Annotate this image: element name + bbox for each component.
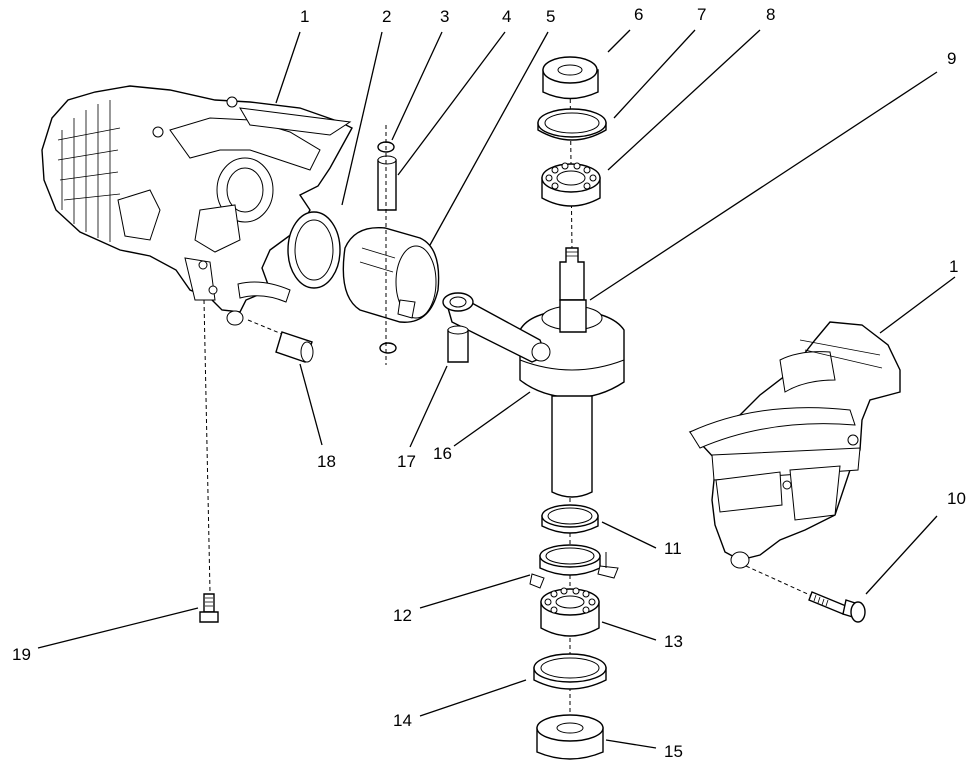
callout-16: 16	[433, 444, 452, 463]
leader-lines	[37, 29, 956, 749]
piston-pin-assembly	[377, 125, 397, 365]
spacer-part-6	[542, 56, 599, 100]
callout-13: 13	[664, 632, 683, 651]
bushing-part-18	[247, 319, 314, 363]
upper-crank-stack	[537, 56, 607, 251]
seal-part-7	[537, 108, 607, 141]
callout-12: 12	[393, 606, 412, 625]
callout-11: 11	[664, 539, 682, 558]
callout-5: 5	[546, 7, 555, 26]
retaining-clip-lower	[379, 342, 397, 354]
callout-18: 18	[317, 452, 336, 471]
callout-6: 6	[634, 5, 643, 24]
callout-labels: 1 2 3 4 5 6 7 8 9 1 10 11 12 13 14 15 16…	[12, 5, 966, 761]
callout-17: 17	[397, 452, 416, 471]
seal-part-14	[533, 653, 607, 690]
callout-9: 9	[947, 49, 956, 68]
retainer-part-12	[529, 544, 619, 589]
bolt-part-10	[745, 565, 866, 623]
gasket-ring-part-2	[287, 211, 341, 289]
piston-part-5	[342, 226, 440, 323]
crankshaft-part-16	[442, 247, 625, 498]
callout-2: 2	[382, 7, 391, 26]
callout-15: 15	[664, 742, 683, 761]
needle-bearing-part-17	[447, 325, 469, 363]
callout-10: 10	[947, 489, 966, 508]
callout-3: 3	[440, 7, 449, 26]
callout-4: 4	[502, 7, 511, 26]
callout-8: 8	[766, 5, 775, 24]
callout-14: 14	[393, 711, 412, 730]
wrist-pin-part-4	[377, 159, 397, 211]
lower-crank-stack	[529, 498, 619, 760]
callout-7: 7	[697, 5, 706, 24]
screw-part-19	[199, 299, 219, 623]
crankcase-right-half	[688, 321, 901, 569]
callout-1-top: 1	[300, 7, 309, 26]
crankcase-left-half	[41, 85, 353, 326]
seal-part-11	[541, 504, 599, 534]
callout-1-right: 1	[949, 257, 958, 276]
bearing-part-13	[540, 587, 600, 637]
spacer-part-15	[536, 714, 604, 760]
bearing-part-8	[541, 162, 601, 207]
callout-19: 19	[12, 645, 31, 664]
